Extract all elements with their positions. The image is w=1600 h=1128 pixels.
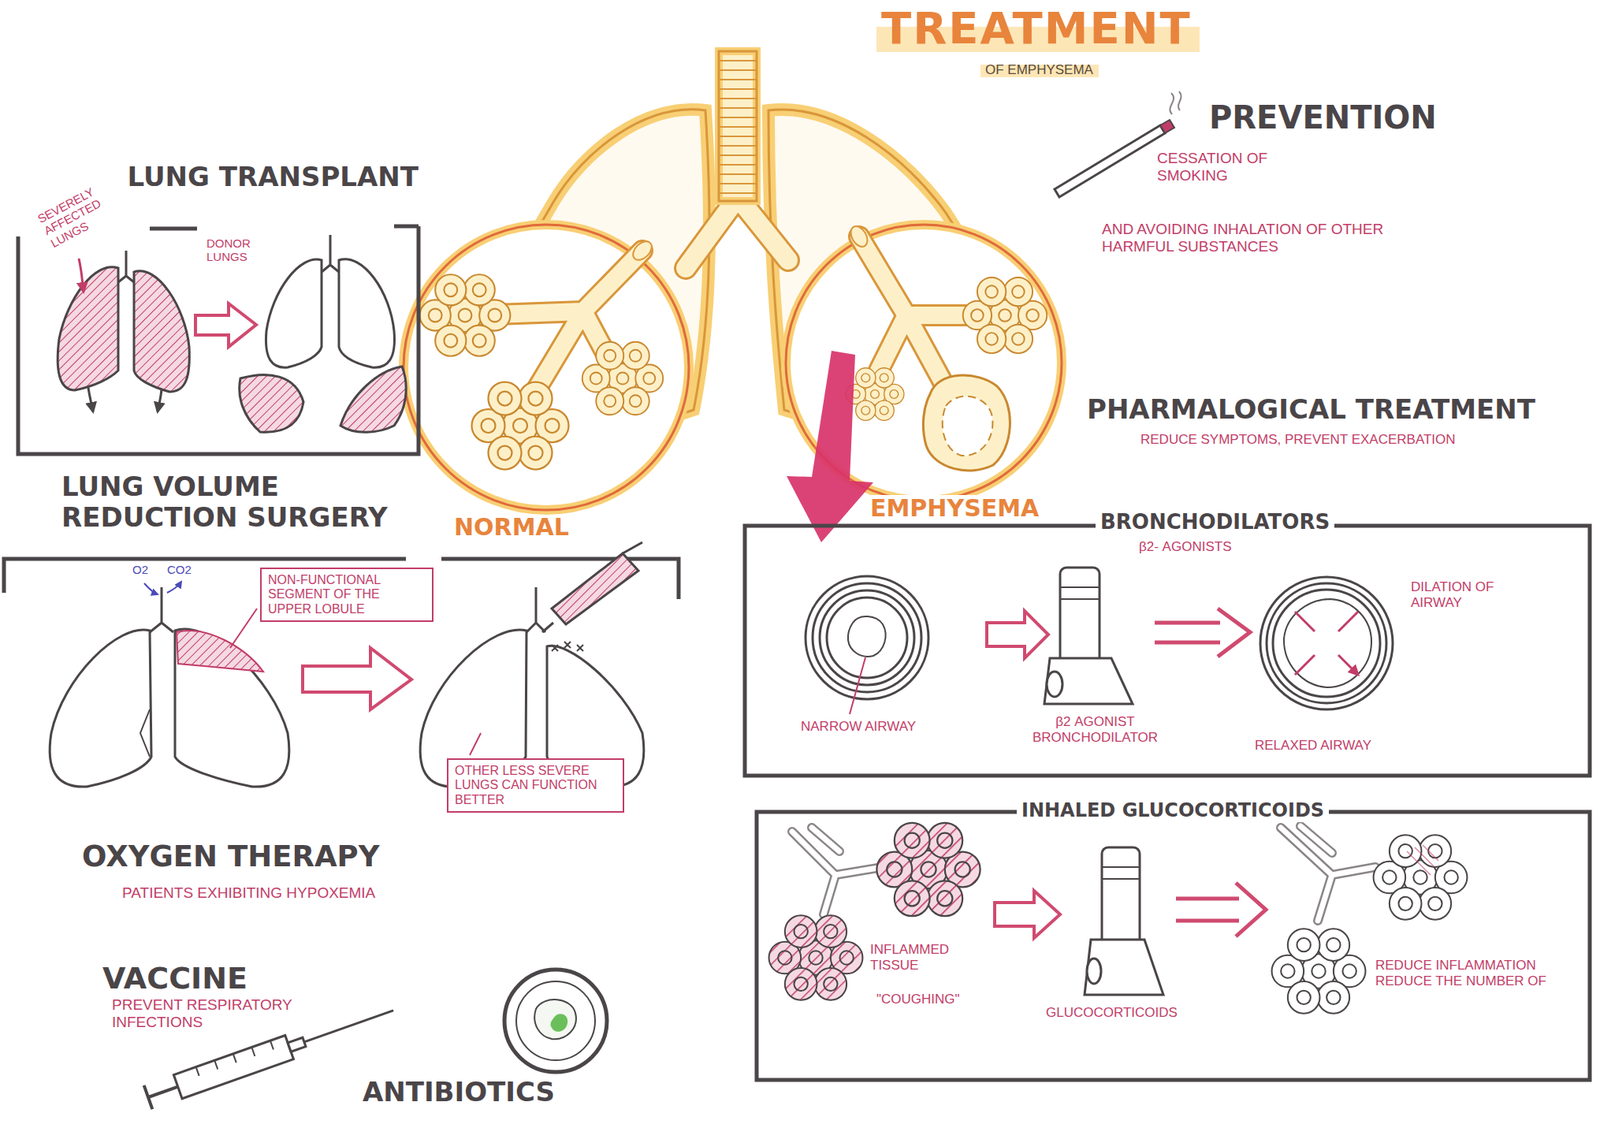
figure-label: "COUGHING" (876, 991, 960, 1008)
petri-dish-icon (504, 969, 607, 1072)
section-heading: PHARMALOGICAL TREATMENT (1086, 394, 1536, 425)
panel-heading: INHALED GLUCOCORTICOIDS (1016, 800, 1329, 823)
transplant-illustration (18, 226, 419, 454)
glucocorticoid-illustration (756, 811, 1590, 1080)
panel-subheading: β2- AGONISTS (1138, 539, 1232, 555)
drug-panel: BRONCHODILATORS β2- AGONISTS (744, 504, 1590, 776)
gas-label: O2 (132, 562, 149, 577)
panel-heading: LUNG TRANSPLANT (127, 161, 419, 193)
note-text: AND AVOIDING INHALATION OF OTHER HARMFUL… (1101, 220, 1418, 256)
figure-label: NARROW AIRWAY (800, 718, 916, 735)
figure-label: NORMAL (453, 513, 570, 542)
section-heading: PREVENTION (1209, 99, 1437, 136)
gas-label: CO2 (167, 562, 192, 577)
panel-heading: LUNG VOLUME REDUCTION SURGERY (61, 471, 440, 533)
figure-label: RELAXED AIRWAY (1254, 737, 1372, 754)
emphysema-alveoli (785, 223, 1062, 543)
treatment-panel: LUNG VOLUME REDUCTION SURGERY NON-FUNCTIO… (0, 466, 686, 838)
figure-label: β2 AGONIST BRONCHODILATOR (1010, 714, 1180, 745)
drug-panel: INHALED GLUCOCORTICOIDS (756, 792, 1590, 1080)
figure-label: DILATION OF AIRWAY (1410, 579, 1545, 611)
section-heading: ANTIBIOTICS (362, 1076, 555, 1108)
section-heading: VACCINE (102, 961, 248, 997)
note-text: PREVENT RESPIRATORY INFECTIONS (111, 996, 373, 1031)
note-text: CESSATION OF SMOKING (1157, 149, 1299, 185)
note-text: SEVERELY AFFECTED LUNGS (35, 169, 138, 250)
figure-label: EMPHYSEMA (865, 494, 1044, 523)
bronchodilator-illustration (744, 525, 1590, 776)
note-text: REDUCE SYMPTOMS, PREVENT EXACERBATION (1140, 431, 1456, 448)
normal-alveoli (403, 224, 689, 510)
figure-label: REDUCE INFLAMMATION REDUCE THE NUMBER OF (1375, 957, 1581, 989)
lvrs-illustration (3, 542, 679, 787)
callout-text: NON-FUNCTIONAL SEGMENT OF THE UPPER LOBU… (267, 573, 426, 617)
callout-box: NON-FUNCTIONAL SEGMENT OF THE UPPER LOBU… (260, 567, 434, 622)
note-text: DONOR LUNGS (206, 236, 266, 265)
panel-heading: BRONCHODILATORS (1095, 510, 1335, 535)
note-text: PATIENTS EXHIBITING HYPOXEMIA (122, 884, 376, 902)
callout-text: OTHER LESS SEVERE LUNGS CAN FUNCTION BET… (454, 763, 617, 808)
diagram-title: TREATMENT (881, 3, 1192, 54)
callout-box: OTHER LESS SEVERE LUNGS CAN FUNCTION BET… (446, 758, 625, 813)
figure-label: GLUCOCORTICOIDS (1045, 1004, 1178, 1021)
subtitle: OF EMPHYSEMA (985, 62, 1094, 79)
section-heading: OXYGEN THERAPY (81, 840, 380, 875)
figure-label: INFLAMMED TISSUE (870, 941, 973, 973)
